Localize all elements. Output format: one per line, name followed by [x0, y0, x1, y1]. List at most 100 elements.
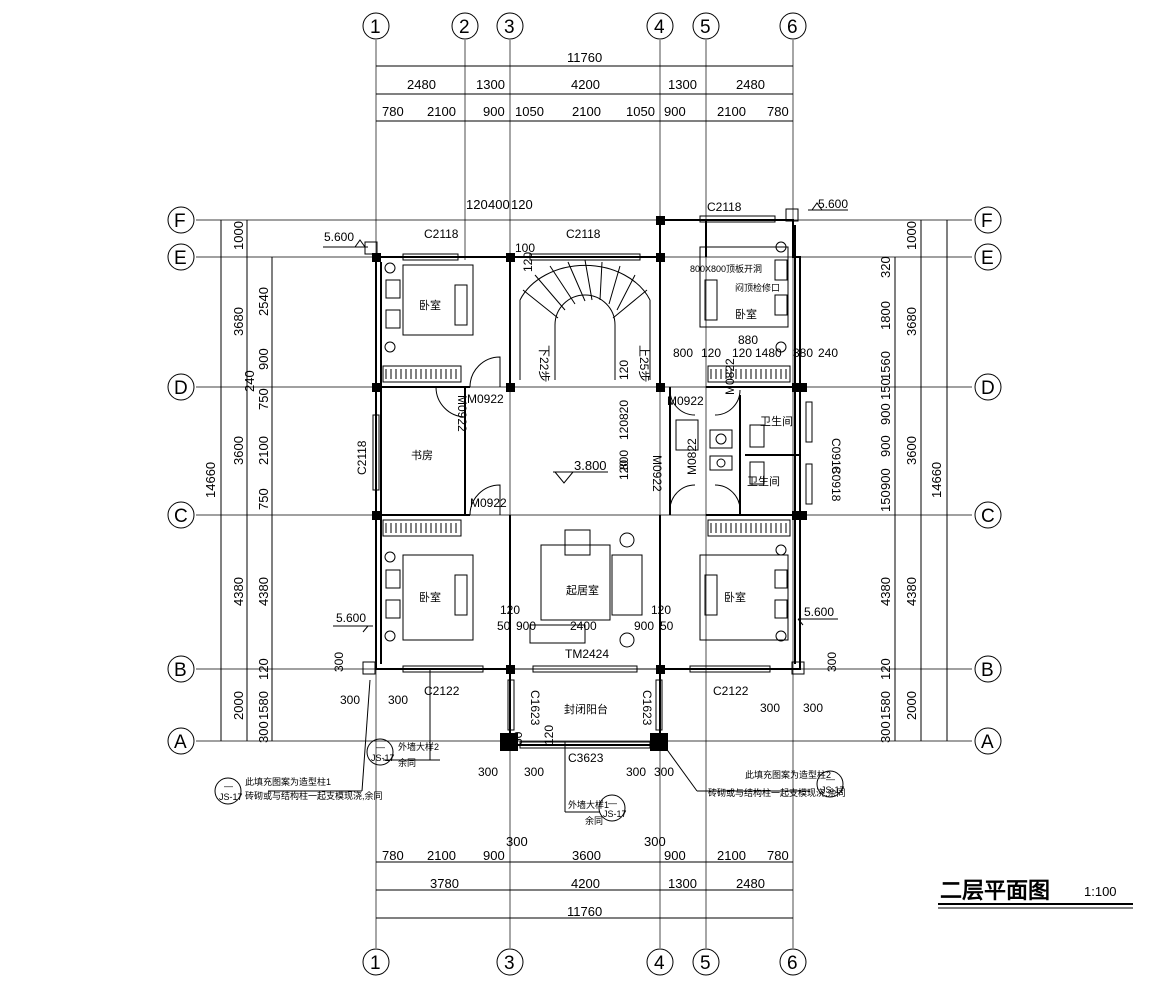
svg-text:800: 800 [673, 346, 693, 360]
dim-top-total: 11760 [567, 50, 602, 65]
svg-text:900: 900 [664, 848, 686, 863]
svg-text:砖砌或与结构柱一起支模现浇,余同: 砖砌或与结构柱一起支模现浇,余同 [245, 790, 383, 801]
svg-text:320: 320 [878, 256, 893, 278]
svg-text:C2122: C2122 [713, 684, 749, 698]
svg-text:820: 820 [617, 400, 631, 420]
room-bedroom-nw: 卧室 [419, 298, 441, 312]
svg-text:880: 880 [738, 333, 758, 347]
beds [384, 241, 789, 642]
axis-lines [196, 40, 972, 948]
axis-label-C-right: C [981, 506, 995, 527]
svg-text:800X800顶板开洞: 800X800顶板开洞 [690, 263, 762, 274]
axis-label-F-left: F [174, 211, 186, 232]
svg-text:300: 300 [760, 701, 780, 715]
axis-label-1-bottom: 1 [370, 953, 381, 974]
svg-text:240: 240 [818, 346, 838, 360]
room-bedroom-sw: 卧室 [419, 590, 441, 604]
dimensions-top: 11760 2480 1300 4200 1300 2480 780 2100 … [376, 50, 793, 212]
svg-text:1050: 1050 [626, 104, 655, 119]
svg-text:900: 900 [483, 104, 505, 119]
svg-text:150: 150 [878, 378, 893, 400]
svg-text:4380: 4380 [878, 577, 893, 606]
svg-text:1560: 1560 [878, 351, 893, 380]
svg-text:900: 900 [878, 403, 893, 425]
svg-text:120: 120 [511, 197, 533, 212]
svg-text:300: 300 [340, 693, 360, 707]
svg-text:4200: 4200 [571, 876, 600, 891]
axis-label-3-top: 3 [504, 17, 515, 38]
svg-text:2000: 2000 [231, 691, 246, 720]
svg-text:4380: 4380 [904, 577, 919, 606]
svg-text:C2122: C2122 [424, 684, 460, 698]
bathroom-fixtures [675, 419, 765, 485]
note-leaders [214, 670, 844, 822]
svg-text:M0922: M0922 [467, 392, 504, 406]
axis-label-D-left: D [174, 378, 188, 399]
windows [372, 215, 813, 749]
svg-text:2480: 2480 [736, 876, 765, 891]
axis-label-5-top: 5 [700, 17, 711, 38]
svg-text:14660: 14660 [203, 462, 218, 498]
svg-text:120: 120 [617, 420, 631, 440]
svg-text:余同: 余同 [585, 815, 603, 826]
svg-text:4200: 4200 [571, 77, 600, 92]
axis-label-E-right: E [981, 248, 994, 269]
svg-text:1800: 1800 [878, 301, 893, 330]
svg-text:3680: 3680 [904, 307, 919, 336]
svg-text:TM2424: TM2424 [565, 647, 609, 661]
svg-text:3600: 3600 [572, 848, 601, 863]
svg-text:2400: 2400 [570, 619, 597, 633]
svg-text:300: 300 [388, 693, 408, 707]
svg-text:120: 120 [542, 725, 556, 745]
svg-text:780: 780 [382, 848, 404, 863]
svg-text:150: 150 [878, 490, 893, 512]
axis-label-A-left: A [174, 732, 187, 753]
svg-text:M0922: M0922 [667, 394, 704, 408]
svg-text:3780: 3780 [430, 876, 459, 891]
axis-label-A-right: A [981, 732, 994, 753]
svg-text:2000: 2000 [904, 691, 919, 720]
axis-bubbles-bottom: 1 3 4 5 6 [362, 948, 807, 976]
svg-text:1300: 1300 [668, 876, 697, 891]
room-labels: 卧室 卧室 卧室 卧室 书房 起居室 封闭阳台 卫生间 卫生间 [411, 298, 793, 716]
svg-text:C2118: C2118 [566, 227, 601, 241]
axis-bubbles-right: F E D C B A [974, 206, 1002, 755]
axis-bubbles-top: 1 2 3 4 5 6 [362, 12, 807, 40]
svg-text:900: 900 [634, 619, 654, 633]
svg-text:3600: 3600 [231, 436, 246, 465]
dimensions-bottom: 780 2100 900 3600 900 2100 780 300 300 3… [376, 834, 793, 919]
svg-text:900: 900 [878, 468, 893, 490]
svg-text:120: 120 [617, 460, 631, 480]
svg-text:1000: 1000 [231, 221, 246, 250]
svg-text:上25步: 上25步 [637, 345, 651, 382]
svg-text:120: 120 [732, 346, 752, 360]
axis-label-4-top: 4 [654, 17, 665, 38]
drawing-title: 二层平面图 [940, 878, 1050, 903]
svg-text:750: 750 [256, 388, 271, 410]
svg-text:300: 300 [256, 721, 271, 743]
svg-text:—: — [826, 774, 835, 784]
wardrobes [382, 365, 791, 537]
svg-text:余同: 余同 [398, 757, 416, 768]
axis-label-5-bottom: 5 [700, 953, 711, 974]
svg-text:C0918: C0918 [829, 438, 843, 474]
svg-text:C2118: C2118 [707, 200, 742, 214]
staircase [519, 259, 651, 380]
svg-text:1300: 1300 [476, 77, 505, 92]
svg-text:120: 120 [256, 658, 271, 680]
svg-text:2100: 2100 [256, 436, 271, 465]
svg-text:120: 120 [651, 603, 671, 617]
svg-text:300: 300 [654, 765, 674, 779]
svg-text:120: 120 [878, 658, 893, 680]
drawing-title-block: 二层平面图 1:100 [938, 878, 1133, 909]
notes: 此填充图案为造型柱1 砖砌或与结构柱一起支模现浇,余同 此填充图案为造型柱2 砖… [219, 741, 846, 826]
svg-text:C0918: C0918 [829, 466, 843, 502]
axis-label-B-left: B [174, 660, 187, 681]
axis-label-3-bottom: 3 [504, 953, 515, 974]
axis-label-6-bottom: 6 [787, 953, 798, 974]
svg-text:120: 120 [701, 346, 721, 360]
walls [375, 219, 801, 746]
svg-text:JS-17: JS-17 [821, 785, 845, 795]
svg-text:闷顶检修口: 闷顶检修口 [735, 282, 780, 293]
svg-text:JS-17: JS-17 [371, 753, 395, 763]
